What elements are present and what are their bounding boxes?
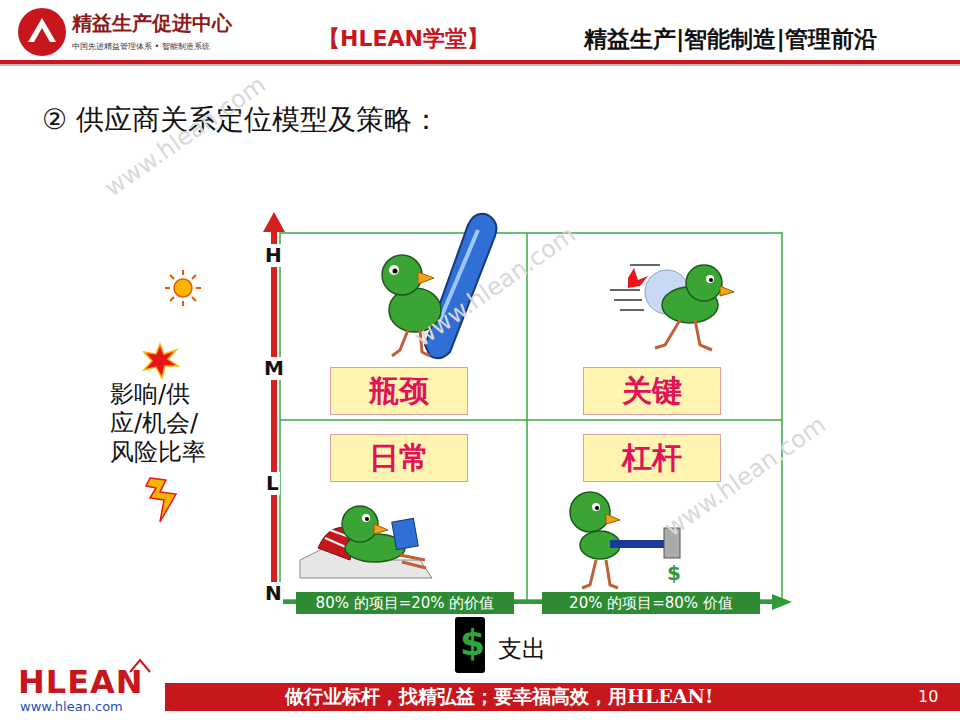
logo-subtitle: 中国先进精益管理体系 • 智能制造系统	[72, 42, 210, 51]
axis-title: 影响/供应/机会/风险比率	[110, 380, 210, 466]
footer-url: www.hlean.com	[20, 700, 123, 715]
watermark: www.hlean.com	[100, 71, 271, 202]
page-number: 10	[918, 688, 938, 706]
axis-level: L	[265, 472, 280, 495]
node-text: 瓶颈	[369, 371, 429, 412]
header-rule	[0, 64, 960, 66]
dollar-box	[455, 617, 485, 673]
node-text: 日常	[369, 438, 429, 479]
logo-mark	[34, 28, 50, 42]
logo-circle	[18, 8, 66, 56]
node-text: 杠杆	[622, 438, 682, 479]
logo-name: 精益生产促进中心	[72, 12, 232, 35]
matrix-grid	[280, 233, 782, 600]
header-brand: 【HLEAN学堂】	[318, 26, 489, 51]
quadrant-label: 瓶颈	[330, 367, 468, 415]
y-axis	[271, 230, 277, 605]
quadrant-label: 杠杆	[583, 434, 721, 482]
node-text: 80% 的项目=20% 的价值	[316, 594, 495, 613]
bird-lounging	[300, 506, 432, 578]
y-axis-head	[263, 212, 285, 232]
axis-level: H	[264, 244, 283, 267]
quadrant-label: 日常	[330, 434, 468, 482]
bird-hammer	[570, 492, 680, 588]
matrix-grid	[280, 419, 782, 421]
value-bar: 20% 的项目=80% 价值	[542, 592, 760, 614]
sun-icon	[165, 270, 201, 306]
logo-mark	[28, 18, 56, 42]
burst-icon	[144, 344, 178, 378]
watermark: www.hlean.com	[410, 221, 581, 352]
x-axis-title: 支出	[498, 636, 546, 664]
bird-running	[610, 265, 734, 350]
axis-level: M	[263, 357, 285, 380]
quadrant-label: 关键	[583, 367, 721, 415]
dollar-symbol: $	[460, 622, 485, 663]
header-rule	[0, 60, 960, 64]
matrix-grid	[526, 233, 528, 600]
footer-slogan: 做行业标杆，找精弘益；要幸福高效，用HLEAN!	[285, 686, 713, 708]
footer-bar	[165, 683, 960, 711]
node-text: 关键	[622, 371, 682, 412]
dollar-icon: $	[667, 562, 681, 585]
node-text: 20% 的项目=80% 价值	[569, 594, 733, 613]
x-axis-head	[772, 594, 792, 610]
footer-logo: HLEAN	[18, 664, 144, 701]
value-bar: 80% 的项目=20% 的价值	[296, 592, 514, 614]
axis-level: N	[264, 582, 283, 605]
lightning-icon	[146, 478, 176, 522]
header-slogan: 精益生产|智能制造|管理前沿	[584, 26, 877, 52]
